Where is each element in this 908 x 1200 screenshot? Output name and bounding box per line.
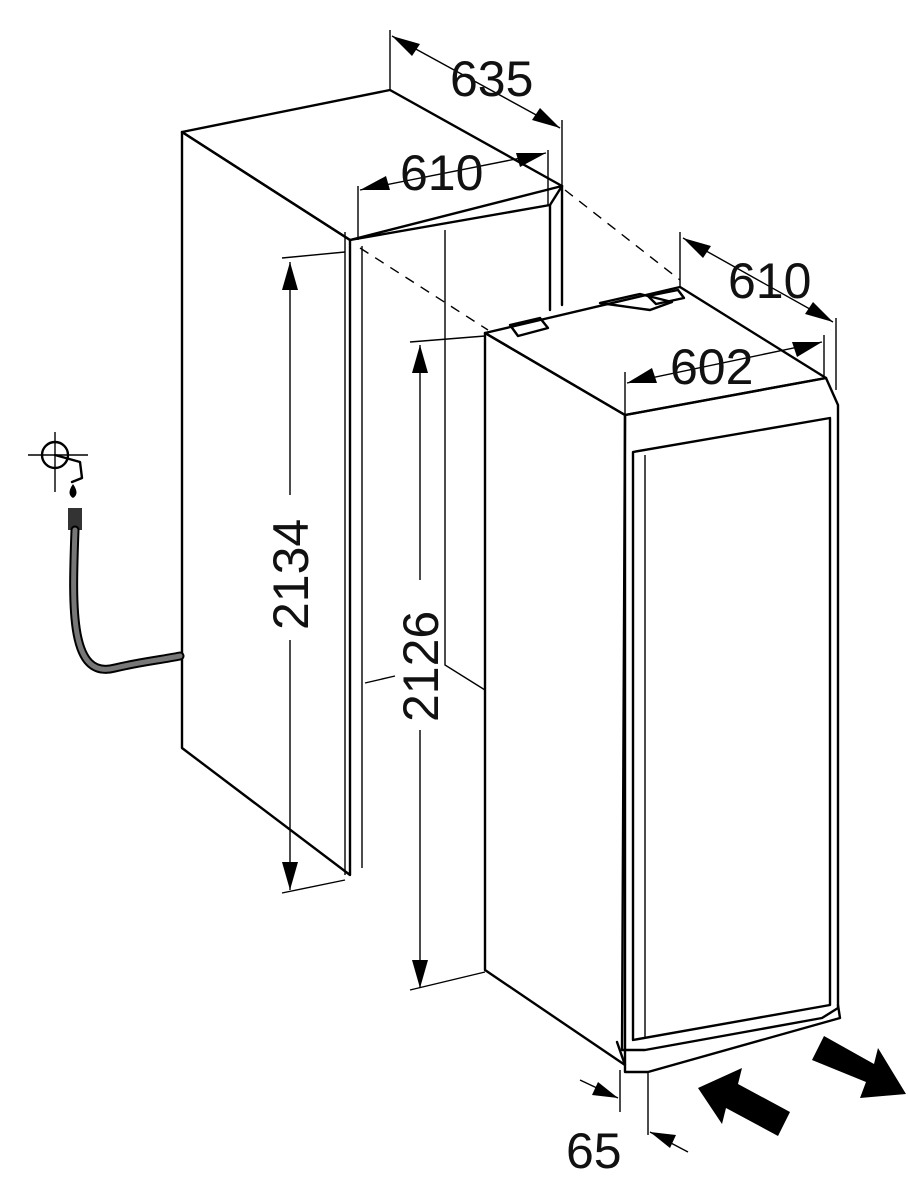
appliance-side [483,331,627,1067]
appliance-width-label: 602 [670,339,753,395]
water-connection [28,432,185,674]
water-hose-inner [71,527,183,672]
arrow-head [412,960,428,988]
arrow-head [392,36,420,56]
arrow-head [516,153,546,167]
arrow-head [792,342,822,357]
alignment-dashed-line-left [359,247,489,331]
niche-height-label: 2134 [263,519,319,630]
arrow-head [532,108,560,128]
water-drop-icon [69,484,77,498]
alignment-dashed-line-right [564,189,681,281]
arrow-head [627,368,657,383]
arrow-head [592,1082,618,1098]
dim-appliance-depth: 610 [679,232,837,390]
door-offset-label: 65 [566,1123,622,1179]
arrow-head [650,1132,676,1148]
arrow-head [683,238,711,258]
arrow-head [282,862,298,890]
ext-line [281,251,346,259]
ext-line [281,879,346,894]
arrow-head [360,176,390,190]
dim-niche-height: 2134 [263,251,346,894]
tap-spout [53,453,84,484]
dim-line [391,35,561,129]
arrow-head [282,262,298,290]
mounting-bracket-center [598,292,674,312]
niche-side-panel [180,130,352,877]
ext-line [409,971,486,991]
niche-cabinet [180,88,564,877]
dim-niche-depth: 635 [389,30,563,186]
dim-niche-width: 610 [357,145,549,240]
niche-width-label: 610 [400,145,483,201]
appliance-depth-label: 610 [728,253,811,309]
mounting-bracket-right [646,288,686,306]
dim-appliance-width: 602 [624,335,825,415]
hose-fitting [68,508,82,530]
dim-door-offset: 65 [566,1070,689,1179]
niche-back-panel-edge [444,230,486,691]
appliance-front-frame [620,376,840,1052]
mounting-bracket-left [508,316,550,338]
ext-line [409,335,486,343]
niche-depth-label: 635 [450,51,533,107]
arrow-head [412,345,428,373]
arrow-head [805,302,833,322]
niche-top [180,88,564,242]
niche-shelf-line [364,675,396,684]
appliance-plinth [615,1003,842,1074]
appliance-door [631,416,832,1042]
push-in-arrow-icon [698,1068,790,1136]
water-hose [69,525,185,674]
dim-line [359,152,547,191]
alignment-guides [359,189,681,331]
water-tap-icon [40,440,70,470]
pull-out-arrow-icon [812,1036,906,1098]
appliance-body [483,285,842,1074]
dim-line [682,237,834,323]
dim-appliance-height: 2126 [393,335,486,991]
dim-line [626,341,823,384]
installation-arrows [698,1036,906,1136]
appliance-height-label: 2126 [393,611,449,722]
